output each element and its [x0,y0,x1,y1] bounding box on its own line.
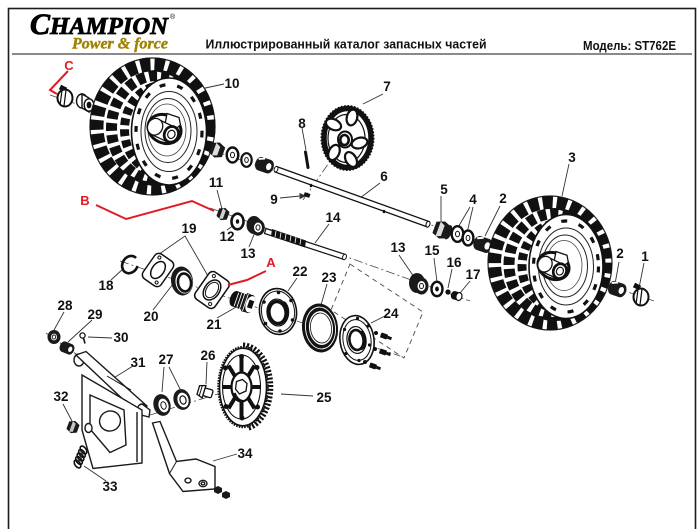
svg-text:®: ® [170,13,176,21]
svg-text:20: 20 [143,309,158,324]
svg-text:5: 5 [440,182,448,197]
svg-text:22: 22 [292,264,307,279]
svg-text:21: 21 [206,317,222,332]
svg-text:3: 3 [568,150,576,165]
svg-text:27: 27 [158,352,173,367]
svg-text:9: 9 [270,192,278,207]
svg-text:10: 10 [224,76,239,91]
svg-text:14: 14 [325,210,341,225]
svg-text:25: 25 [316,390,332,405]
svg-text:C: C [30,8,51,41]
svg-text:33: 33 [102,479,118,494]
svg-text:Иллюстрированный каталог запас: Иллюстрированный каталог запасных частей [206,37,487,52]
svg-text:11: 11 [209,175,224,190]
svg-text:30: 30 [113,330,128,345]
svg-text:32: 32 [53,389,68,404]
svg-text:HAMPION: HAMPION [49,14,170,40]
svg-text:4: 4 [469,192,477,207]
svg-text:12: 12 [219,229,234,244]
svg-text:1: 1 [641,249,649,264]
svg-text:16: 16 [446,255,462,270]
svg-text:28: 28 [57,298,73,313]
svg-text:7: 7 [383,79,391,94]
svg-text:A: A [266,255,276,270]
svg-text:6: 6 [380,169,388,184]
svg-text:17: 17 [465,267,480,282]
svg-text:Power & force: Power & force [72,36,168,53]
svg-text:26: 26 [200,348,216,363]
svg-text:19: 19 [181,221,196,236]
svg-text:24: 24 [383,306,399,321]
svg-text:13: 13 [240,246,256,261]
svg-text:34: 34 [237,446,253,461]
svg-text:2: 2 [616,246,624,261]
svg-text:C: C [64,58,74,73]
svg-text:Модель: ST762E: Модель: ST762E [583,38,676,53]
svg-text:8: 8 [298,116,306,131]
svg-text:29: 29 [87,307,102,322]
svg-text:2: 2 [499,191,507,206]
svg-text:31: 31 [130,355,146,370]
svg-text:13: 13 [390,240,406,255]
svg-text:23: 23 [321,270,337,285]
svg-text:15: 15 [424,243,440,258]
svg-text:B: B [80,193,89,208]
svg-text:18: 18 [98,278,114,293]
